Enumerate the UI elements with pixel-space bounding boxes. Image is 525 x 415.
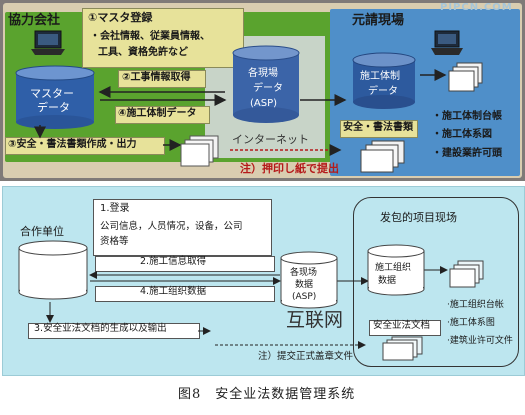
bottom-site-cylinder-2-icon — [367, 244, 425, 296]
master-data-cylinder-icon — [15, 65, 95, 129]
top-arrows — [34, 69, 447, 156]
watermark: PIPCN.COM — [440, 2, 513, 13]
bottom-master-cylinder-icon — [18, 240, 88, 300]
safety-documents-box — [340, 120, 418, 138]
internet-label: インターネット — [232, 133, 309, 146]
partner-company-label: 協力会社 — [8, 13, 61, 28]
master-data-label-2: データ — [37, 101, 70, 114]
bottom-site-cylinder-icon — [280, 251, 338, 309]
bottom-step4-label: 4.施工组织数据 — [140, 286, 207, 297]
construction-data-cylinder-icon — [352, 52, 416, 109]
site-document-stack-icon — [360, 140, 405, 173]
login-box — [93, 199, 272, 256]
bottom-site-data-label-1: 各现场 — [290, 268, 318, 278]
figure-caption: 图8 安全业法数据管理系统 — [178, 387, 356, 402]
safety-documents-label: 安全・書法書類 — [343, 122, 413, 133]
top-note: 注）押印し紙で提出 — [240, 162, 339, 175]
top-output-1: ・施工体制台帳 — [432, 111, 502, 122]
bottom-step1-title: 1.登录 — [100, 203, 130, 214]
site-data-cylinder-icon — [232, 45, 300, 123]
organization-data-box — [95, 286, 275, 302]
step1-item-1: ・会社情報、従業員情報、 — [90, 31, 210, 42]
top-output-3: ・建設業許可頭 — [432, 148, 502, 159]
bottom-internet-label: 互联网 — [286, 309, 344, 331]
bottom-output-document-stack-icon — [449, 260, 484, 288]
site-data-label-2: データ — [253, 83, 283, 94]
site-laptop-icon — [431, 30, 463, 55]
bottom-step1-item-1: 公司信息，人员情况，设备，公司 — [100, 221, 243, 232]
step4-box — [115, 106, 210, 124]
bottom-step1-item-2: 资格等 — [100, 236, 129, 247]
construction-data-label-1: 施工体制 — [360, 71, 400, 82]
bottom-construction-data-label-1: 施工组织 — [375, 263, 412, 273]
laptop-icon — [31, 30, 65, 55]
construction-data-label-2: データ — [368, 86, 398, 97]
bottom-output-2: ·施工体系图 — [447, 318, 495, 328]
construction-info-box — [95, 256, 275, 272]
step4-label: ④施工体制データ — [118, 108, 197, 119]
bottom-site-data-label-3: (ASP) — [292, 292, 317, 302]
step3-box — [5, 137, 165, 155]
site-data-label-1: 各現場 — [248, 68, 278, 79]
cooperating-unit-label: 合作单位 — [20, 225, 64, 238]
master-data-label-1: マスター — [30, 87, 74, 100]
bottom-step3-label: 3.安全业法文档的生成以及输出 — [34, 323, 167, 334]
top-document-stack-icon — [180, 135, 219, 167]
contractor-site-label: 元請現場 — [352, 13, 405, 28]
step1-title: ①マスタ登録 — [88, 11, 153, 24]
site-data-label-3: (ASP) — [250, 98, 278, 109]
bottom-site-document-stack-icon — [382, 336, 423, 361]
bottom-safety-documents-box — [369, 320, 441, 336]
project-site-area — [353, 197, 519, 367]
bottom-safety-documents-label: 安全业法文档 — [373, 320, 431, 331]
project-site-label: 发包的项目现场 — [380, 211, 457, 224]
step2-box — [118, 70, 206, 88]
bottom-site-data-label-2: 数据 — [295, 280, 314, 290]
bottom-construction-data-label-2: 数据 — [378, 276, 397, 286]
top-output-2: ・施工体系図 — [432, 129, 492, 140]
step1-item-2: 工具、資格免許など — [98, 47, 188, 58]
step1-master-registration-box — [82, 8, 244, 68]
bottom-output-3: ·建筑业许可文件 — [447, 336, 513, 346]
bottom-step2-label: 2.施工信息取得 — [140, 256, 207, 267]
bottom-output-1: ·施工组织台帐 — [447, 300, 504, 310]
bottom-note: 注）提交正式盖章文件 — [258, 351, 354, 362]
step2-label: ②工事情報取得 — [122, 72, 191, 83]
output-document-stack-icon — [448, 62, 483, 92]
step3-label: ③安全・書法書類作成・出力 — [8, 139, 137, 150]
